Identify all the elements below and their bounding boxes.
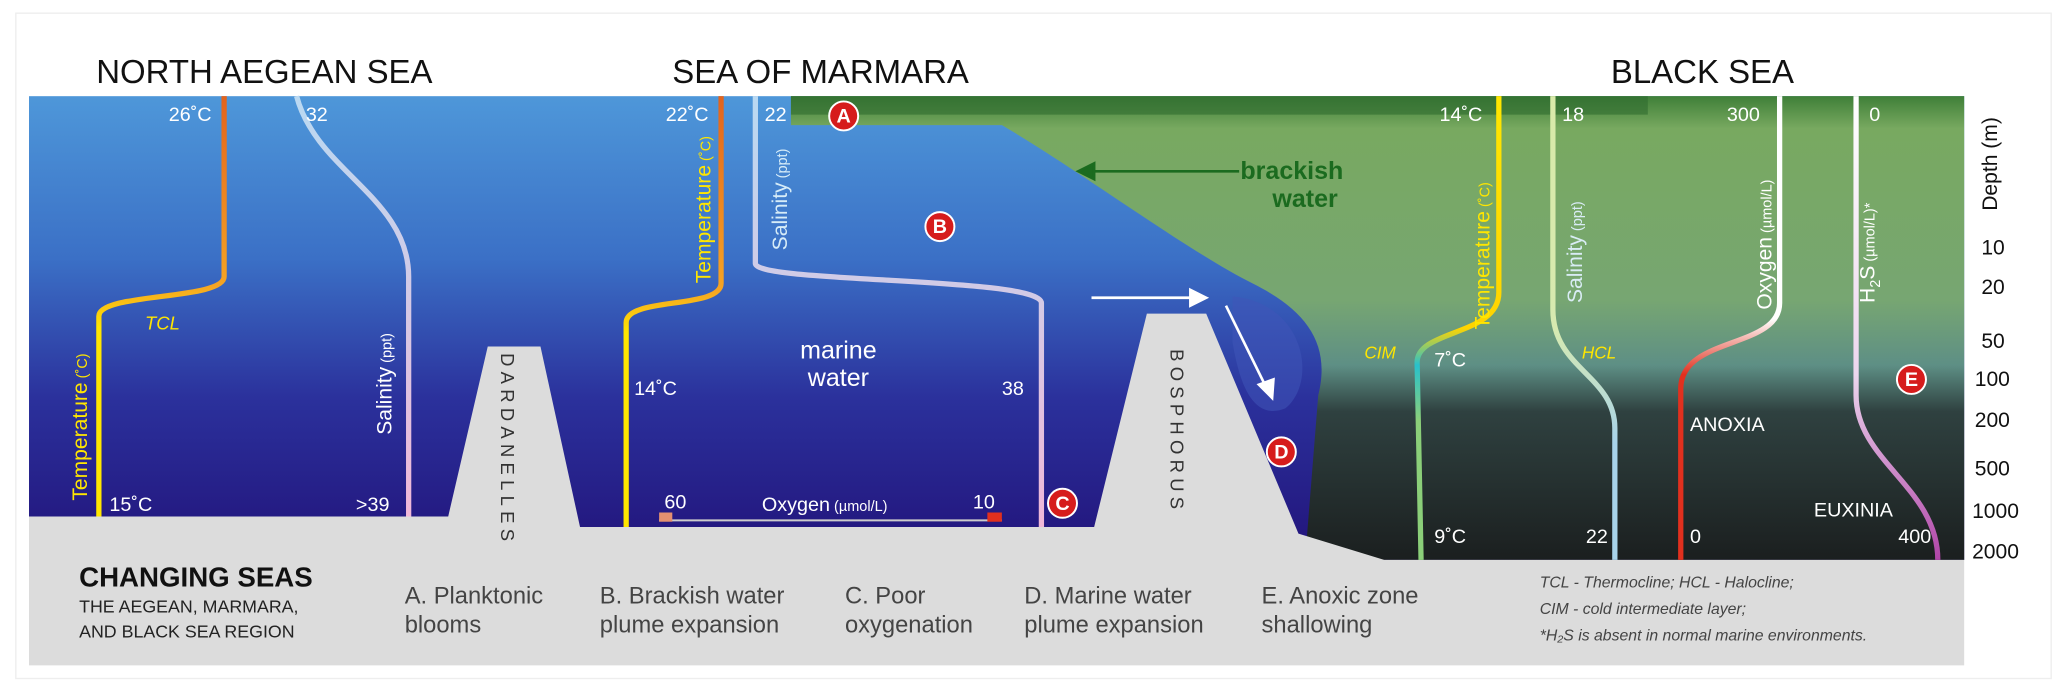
black-sal-top: 18 bbox=[1562, 104, 1584, 126]
oxygen-swatch-high bbox=[659, 512, 673, 522]
black-temp-bottom: 9˚C bbox=[1434, 526, 1466, 548]
marmara-oxygen-label: Oxygen (µmol/L) bbox=[762, 494, 888, 516]
aegean-sal-top: 32 bbox=[306, 104, 328, 126]
marmara-temp-top: 22˚C bbox=[666, 104, 709, 126]
page-border bbox=[15, 12, 2052, 680]
aegean-temp-label: Temperature (˚C) bbox=[69, 353, 92, 500]
marker-a: A bbox=[828, 100, 860, 132]
depth-tick: 20 bbox=[1981, 276, 2004, 299]
marker-c: C bbox=[1047, 487, 1078, 519]
marmara-salinity-profile bbox=[752, 96, 1045, 527]
footer-title: CHANGING SEAS bbox=[79, 561, 313, 592]
black-oxygen-profile bbox=[1678, 96, 1783, 560]
marker-b: B bbox=[924, 211, 956, 243]
aegean-tcl-label: TCL bbox=[145, 312, 180, 333]
brackish-flow-arrow bbox=[1075, 161, 1240, 182]
depth-tick: 200 bbox=[1975, 409, 2010, 432]
depth-tick: 1000 bbox=[1972, 500, 2019, 523]
marmara-sal-label: Salinity (ppt) bbox=[769, 149, 792, 251]
aegean-sal-bottom: >39 bbox=[356, 494, 390, 516]
depth-tick: 100 bbox=[1975, 368, 2010, 391]
black-sal-bottom: 22 bbox=[1586, 526, 1608, 548]
region-title-black: BLACK SEA bbox=[1611, 53, 1794, 90]
black-h2s-bottom: 400 bbox=[1898, 526, 1931, 548]
marine-plume bbox=[1232, 296, 1303, 412]
marmara-sal-mid: 38 bbox=[1002, 378, 1024, 400]
marker-d: D bbox=[1265, 436, 1297, 468]
black-h2s-label: H2S (µmol/L)* bbox=[1857, 202, 1884, 303]
marmara-temp-label: Temperature (˚C) bbox=[693, 136, 716, 283]
depth-tick: 50 bbox=[1981, 330, 2004, 353]
depth-tick: 10 bbox=[1981, 236, 2004, 259]
oxygen-swatch-low bbox=[987, 512, 1002, 522]
black-hcl-label: HCL bbox=[1582, 342, 1616, 362]
black-h2s-top: 0 bbox=[1869, 104, 1880, 126]
svg-text:C: C bbox=[1055, 493, 1069, 515]
abbreviation-notes: TCL - Thermocline; HCL - Halocline;CIM -… bbox=[1540, 575, 1867, 645]
black-oxy-top: 300 bbox=[1727, 104, 1760, 126]
black-h2s-profile bbox=[1853, 96, 1941, 560]
aegean-sal-label: Salinity (ppt) bbox=[374, 333, 397, 435]
depth-tick: 2000 bbox=[1972, 541, 2019, 564]
dardanelles-label: DARDANELLES bbox=[497, 353, 518, 546]
black-sal-label: Salinity (ppt) bbox=[1564, 201, 1587, 303]
seabed bbox=[29, 313, 1965, 666]
black-oxy-label: Oxygen (µmol/L) bbox=[1754, 180, 1777, 310]
marker-e: E bbox=[1895, 363, 1927, 395]
depth-axis-label: Depth (m) bbox=[1979, 117, 2002, 211]
marmara-oxygen-right: 10 bbox=[973, 492, 995, 514]
aegean-salinity-profile bbox=[294, 95, 412, 517]
black-oxy-bottom: 0 bbox=[1690, 526, 1701, 548]
brackish-water-layer bbox=[790, 96, 1965, 560]
marmara-temperature-profile bbox=[623, 96, 724, 527]
depth-tick: 500 bbox=[1975, 458, 2010, 481]
marine-flow-arrow bbox=[1091, 287, 1275, 401]
black-temp-label: Temperature (˚C) bbox=[1472, 182, 1495, 329]
black-temperature-profile bbox=[1414, 96, 1502, 560]
region-title-aegean: NORTH AEGEAN SEA bbox=[96, 53, 432, 90]
aegean-temp-top: 26˚C bbox=[169, 104, 212, 126]
svg-text:A: A bbox=[837, 106, 851, 128]
svg-text:B: B bbox=[933, 216, 947, 238]
bosphorus-label: BOSPHORUS bbox=[1167, 349, 1188, 514]
euxinia-label: EUXINIA bbox=[1814, 499, 1894, 521]
aegean-temp-bottom: 15˚C bbox=[109, 494, 152, 516]
region-title-marmara: SEA OF MARMARA bbox=[672, 53, 969, 90]
svg-text:E: E bbox=[1905, 369, 1918, 391]
black-temp-mid: 7˚C bbox=[1434, 349, 1466, 371]
black-temp-top: 14˚C bbox=[1440, 104, 1483, 126]
marmara-oxygen-left: 60 bbox=[664, 492, 686, 514]
black-salinity-profile bbox=[1550, 96, 1618, 560]
marmara-temp-mid: 14˚C bbox=[634, 378, 677, 400]
black-cim-label: CIM bbox=[1364, 342, 1396, 362]
svg-text:D: D bbox=[1274, 441, 1288, 463]
anoxia-label: ANOXIA bbox=[1690, 414, 1765, 436]
footer-subtitle: THE AEGEAN, MARMARA,AND BLACK SEA REGION bbox=[79, 597, 298, 642]
marmara-sal-top: 22 bbox=[765, 104, 787, 126]
aegean-temperature-profile bbox=[96, 96, 227, 517]
surface-bloom-band bbox=[790, 96, 1648, 115]
